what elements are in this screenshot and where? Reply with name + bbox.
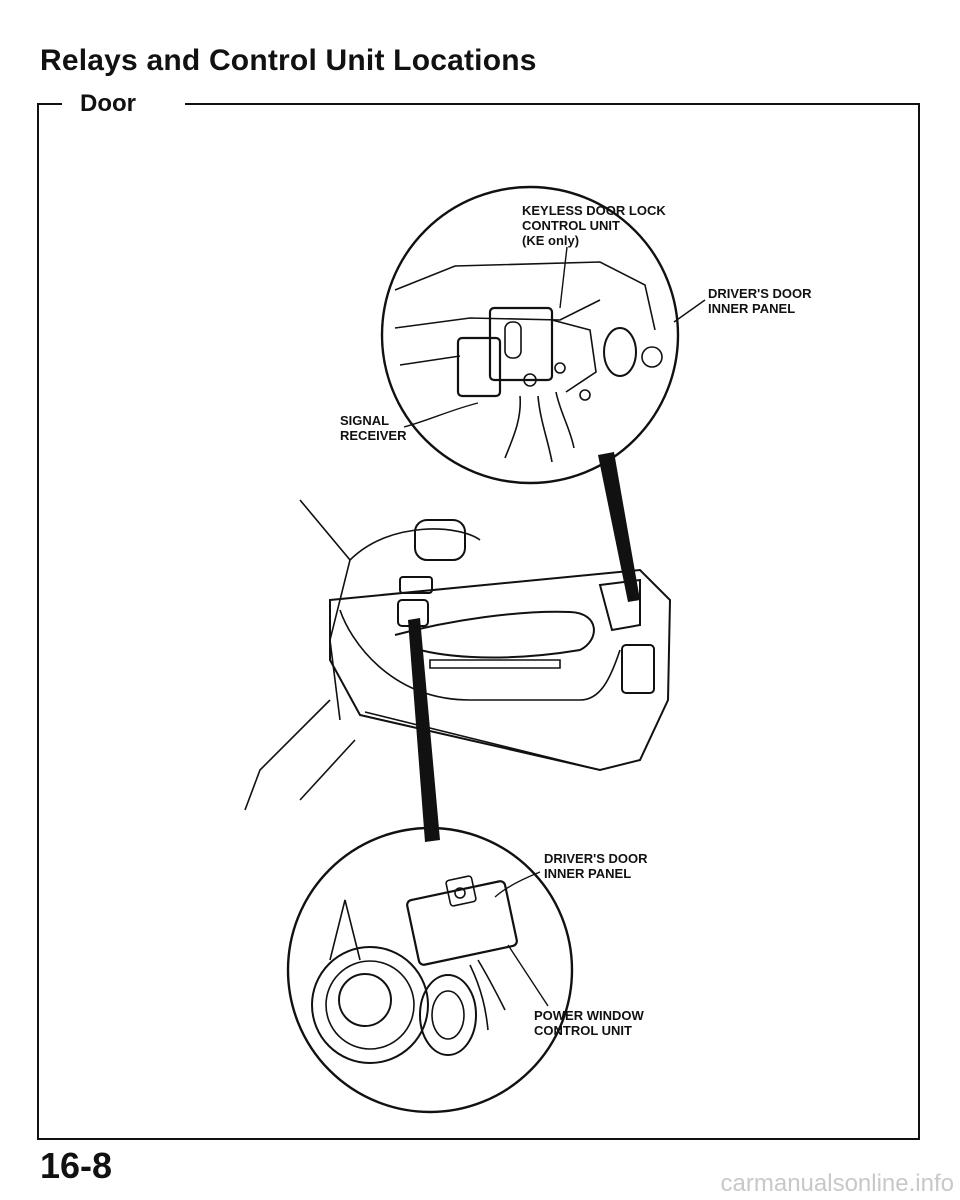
callout-signal-receiver: SIGNAL RECEIVER [340,413,407,443]
callout-keyless-door-lock-control-unit: KEYLESS DOOR LOCK CONTROL UNIT (KE only) [522,203,666,248]
callout-drivers-door-inner-panel-top: DRIVER'S DOOR INNER PANEL [708,286,812,316]
section-frame [37,103,920,1140]
section-label: Door [70,90,146,118]
page-title: Relays and Control Unit Locations [40,44,537,77]
top-leader-band [598,452,640,602]
watermark: carmanualsonline.info [720,1170,954,1197]
callout-drivers-door-inner-panel-bottom: DRIVER'S DOOR INNER PANEL [544,851,648,881]
leader-lines [403,246,706,1007]
power-window-detail-circle [286,826,574,1114]
page-number: 16-8 [40,1145,113,1186]
callout-power-window-control-unit: POWER WINDOW CONTROL UNIT [534,1008,644,1038]
door-assembly [244,499,672,811]
keyless-detail-circle [380,185,680,485]
